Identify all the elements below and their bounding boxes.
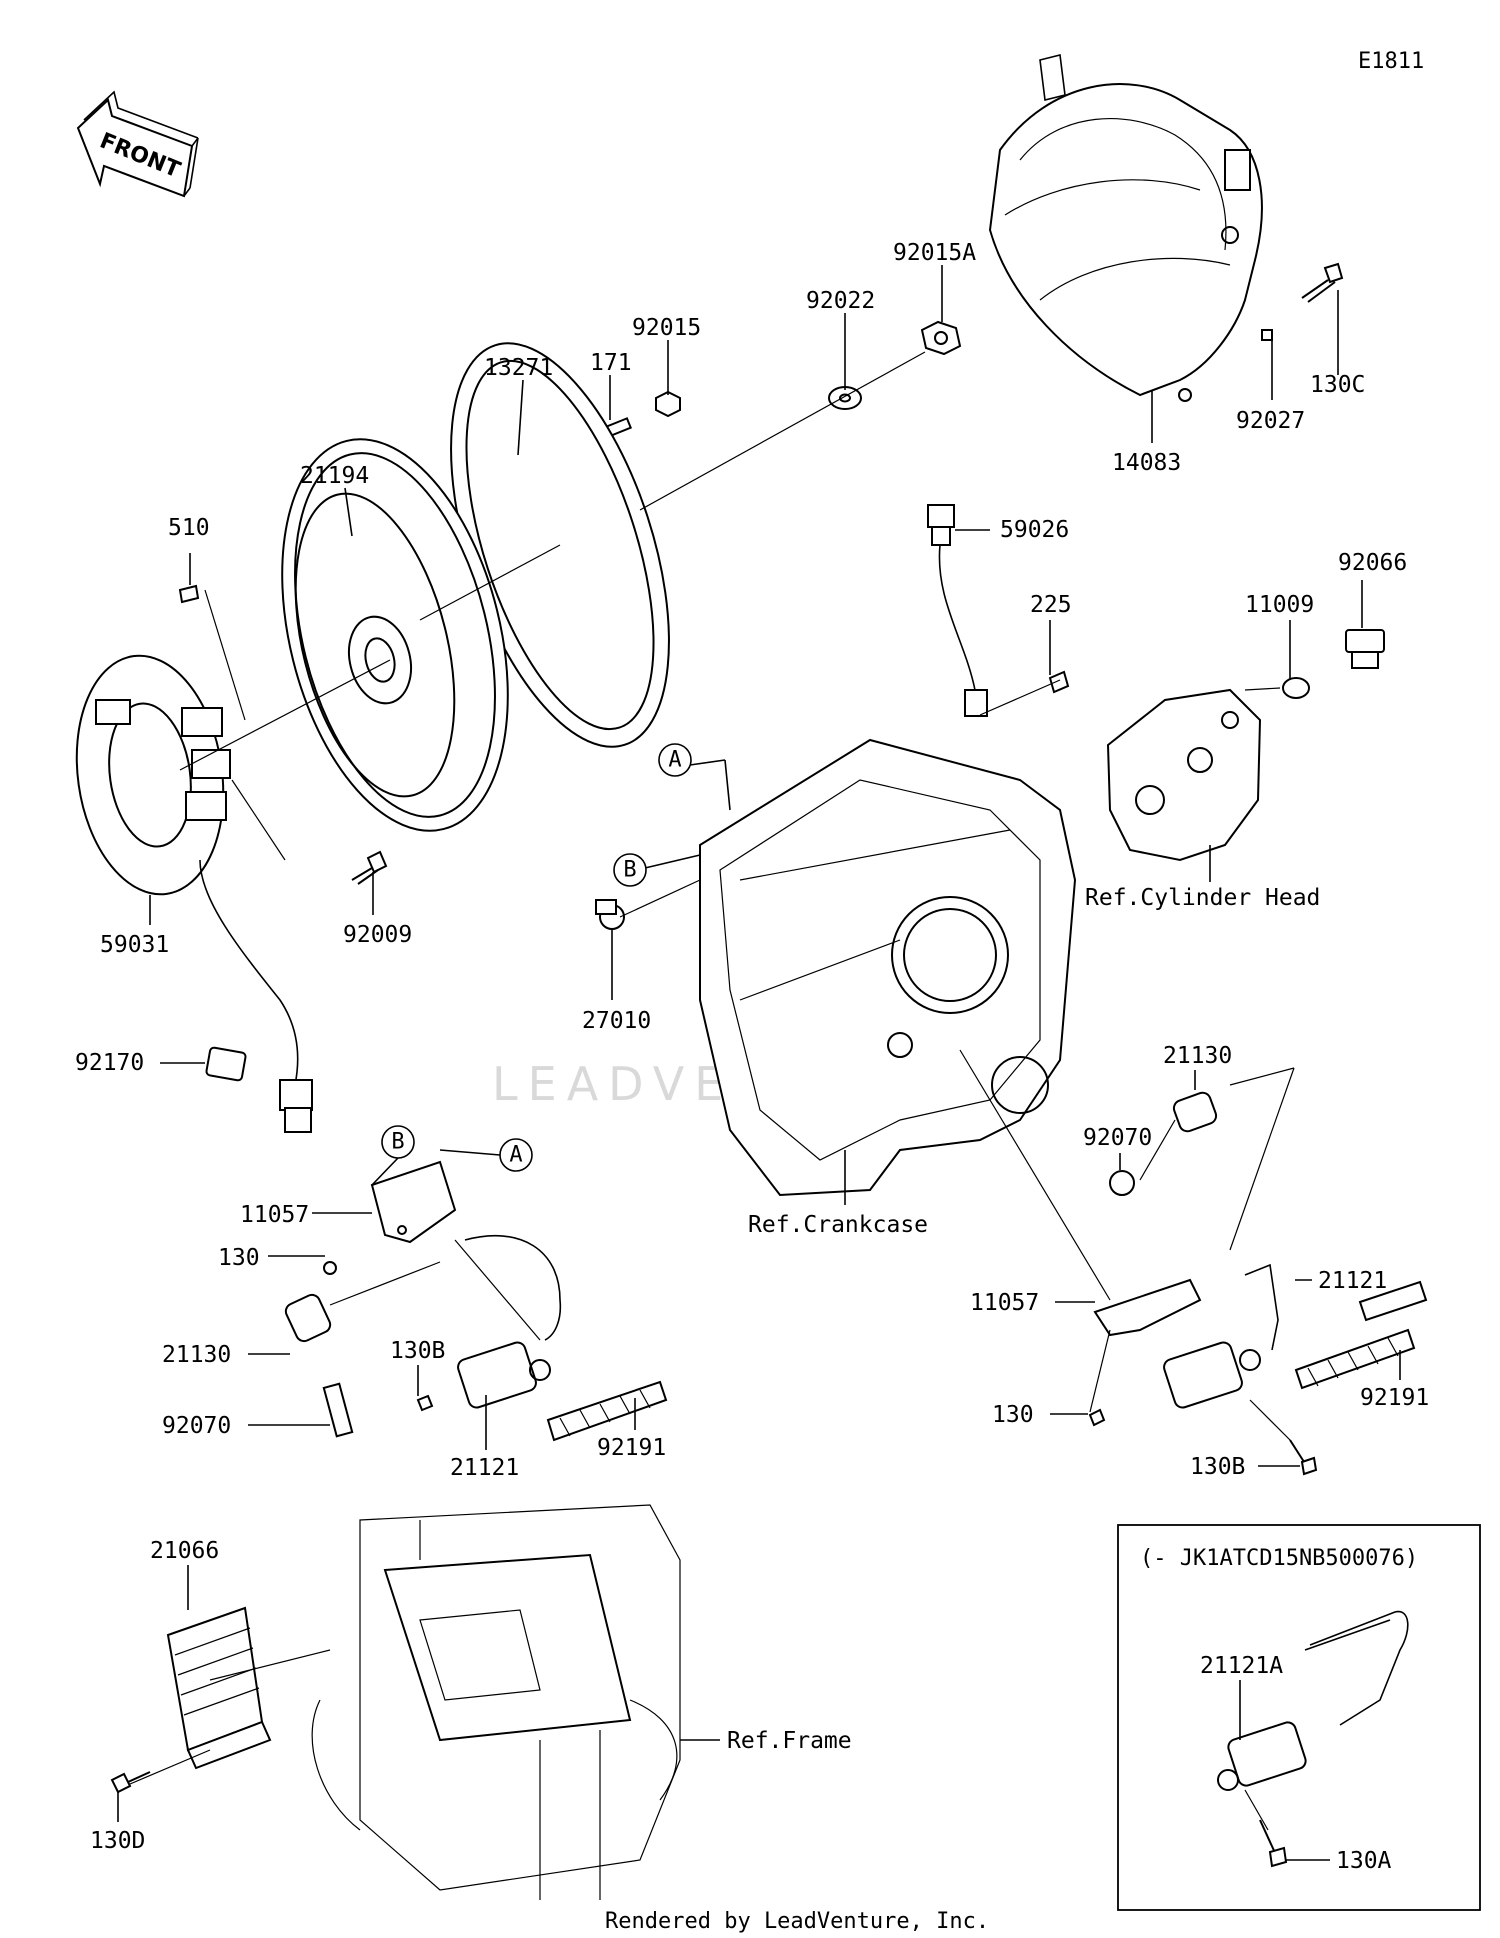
bolt-92009-part (351, 850, 388, 885)
label-27010: 27010 (582, 1008, 651, 1034)
cylinder-head-part (1106, 688, 1262, 862)
label-130-right: 130 (992, 1402, 1034, 1428)
gasket-11009-part (1282, 677, 1310, 699)
label-92027: 92027 (1236, 408, 1305, 434)
bolt-130a-part (1259, 1819, 1288, 1868)
label-11057-right: 11057 (970, 1290, 1039, 1316)
label-11057-left: 11057 (240, 1202, 309, 1228)
label-ref-cylinder-head: Ref.Cylinder Head (1085, 885, 1320, 911)
coil-21121-left-part (457, 1235, 562, 1409)
label-21194: 21194 (300, 463, 369, 489)
leader-lines (117, 265, 1401, 1861)
label-59026: 59026 (1000, 517, 1069, 543)
plug-92066-part (1345, 629, 1385, 669)
spring-92191-right-part (1294, 1280, 1428, 1390)
label-92191-right: 92191 (1360, 1385, 1429, 1411)
bolt-130b-right-part (1289, 1439, 1318, 1476)
pin-92027-part (1261, 329, 1273, 341)
front-arrow-icon: FRONT (76, 90, 199, 198)
key-510-part (178, 584, 200, 604)
callout-b-bottom: B (381, 1125, 415, 1159)
label-130c: 130C (1310, 372, 1365, 398)
label-92170: 92170 (75, 1050, 144, 1076)
bolt-130-left-part (323, 1261, 337, 1275)
svg-text:A: A (668, 748, 681, 773)
coil-21121a-part (1217, 1610, 1409, 1791)
generator-cover-part (988, 54, 1263, 402)
label-130-left: 130 (218, 1245, 260, 1271)
spark-plug-92070-left-part (322, 1382, 354, 1438)
label-21121-left: 21121 (450, 1455, 519, 1481)
bolt-225-part (1048, 670, 1070, 694)
label-13271: 13271 (484, 355, 553, 381)
label-14083: 14083 (1112, 450, 1181, 476)
footer-credit: Rendered by LeadVenture, Inc. (605, 1909, 989, 1934)
label-92066: 92066 (1338, 550, 1407, 576)
svg-text:B: B (623, 858, 636, 883)
bracket-11057-right-part (1093, 1278, 1202, 1337)
inset-label: (- JK1ATCD15NB500076) (1140, 1546, 1418, 1571)
cap-21130-left-part (284, 1293, 332, 1343)
label-ref-crankcase: Ref.Crankcase (748, 1212, 928, 1238)
label-130b-left: 130B (390, 1338, 445, 1364)
flywheel-part (281, 438, 509, 832)
frame-part (311, 1504, 681, 1900)
label-ref-frame: Ref.Frame (727, 1728, 852, 1754)
label-11009: 11009 (1245, 592, 1314, 618)
label-130a: 130A (1336, 1848, 1392, 1874)
label-92070-left: 92070 (162, 1413, 231, 1439)
coil-21121-right-part (1163, 1263, 1279, 1409)
callout-a-top: A (658, 743, 692, 777)
label-21121a: 21121A (1200, 1653, 1283, 1679)
bolt-130d-part (110, 1771, 151, 1794)
label-130d: 130D (90, 1828, 145, 1854)
label-225: 225 (1030, 592, 1072, 618)
label-59031: 59031 (100, 932, 169, 958)
sensor-59026-part (927, 504, 988, 717)
stator-part (75, 654, 313, 1133)
nut-92015a-part (920, 320, 962, 356)
label-92015a: 92015A (893, 240, 976, 266)
spark-plug-92070-right-part (1109, 1170, 1135, 1196)
svg-text:A: A (509, 1143, 522, 1168)
label-92022: 92022 (806, 288, 875, 314)
nut-92015-part (655, 390, 681, 418)
label-21066: 21066 (150, 1538, 219, 1564)
clamp-92170-part (205, 1046, 247, 1082)
label-21130-right: 21130 (1163, 1043, 1232, 1069)
bolt-130-right-part (1088, 1408, 1106, 1427)
label-171: 171 (590, 350, 632, 376)
label-21130-left: 21130 (162, 1342, 231, 1368)
label-510: 510 (168, 515, 210, 541)
bolt-130b-left-part (416, 1394, 434, 1412)
callout-b-top: B (613, 853, 647, 887)
regulator-21066-part (166, 1606, 272, 1770)
cap-21130-right-part (1172, 1091, 1218, 1133)
bracket-11057-left-part (370, 1160, 457, 1244)
diagram-code: E1811 (1358, 49, 1424, 74)
switch-27010-part (595, 899, 625, 930)
svg-text:B: B (391, 1130, 404, 1155)
inset-box (1117, 1524, 1481, 1911)
crankcase-part (699, 738, 1077, 1197)
spring-92191-left-part (546, 1380, 668, 1442)
label-92070-right: 92070 (1083, 1125, 1152, 1151)
label-92191-left: 92191 (597, 1435, 666, 1461)
label-92009: 92009 (343, 922, 412, 948)
bolt-130c-part (1301, 262, 1344, 303)
label-130b-right: 130B (1190, 1454, 1245, 1480)
callout-a-bottom: A (499, 1138, 533, 1172)
part-labels: 92015A 92022 92015 171 13271 21194 510 1… (75, 240, 1429, 1874)
label-92015: 92015 (632, 315, 701, 341)
label-21121-right: 21121 (1318, 1268, 1387, 1294)
